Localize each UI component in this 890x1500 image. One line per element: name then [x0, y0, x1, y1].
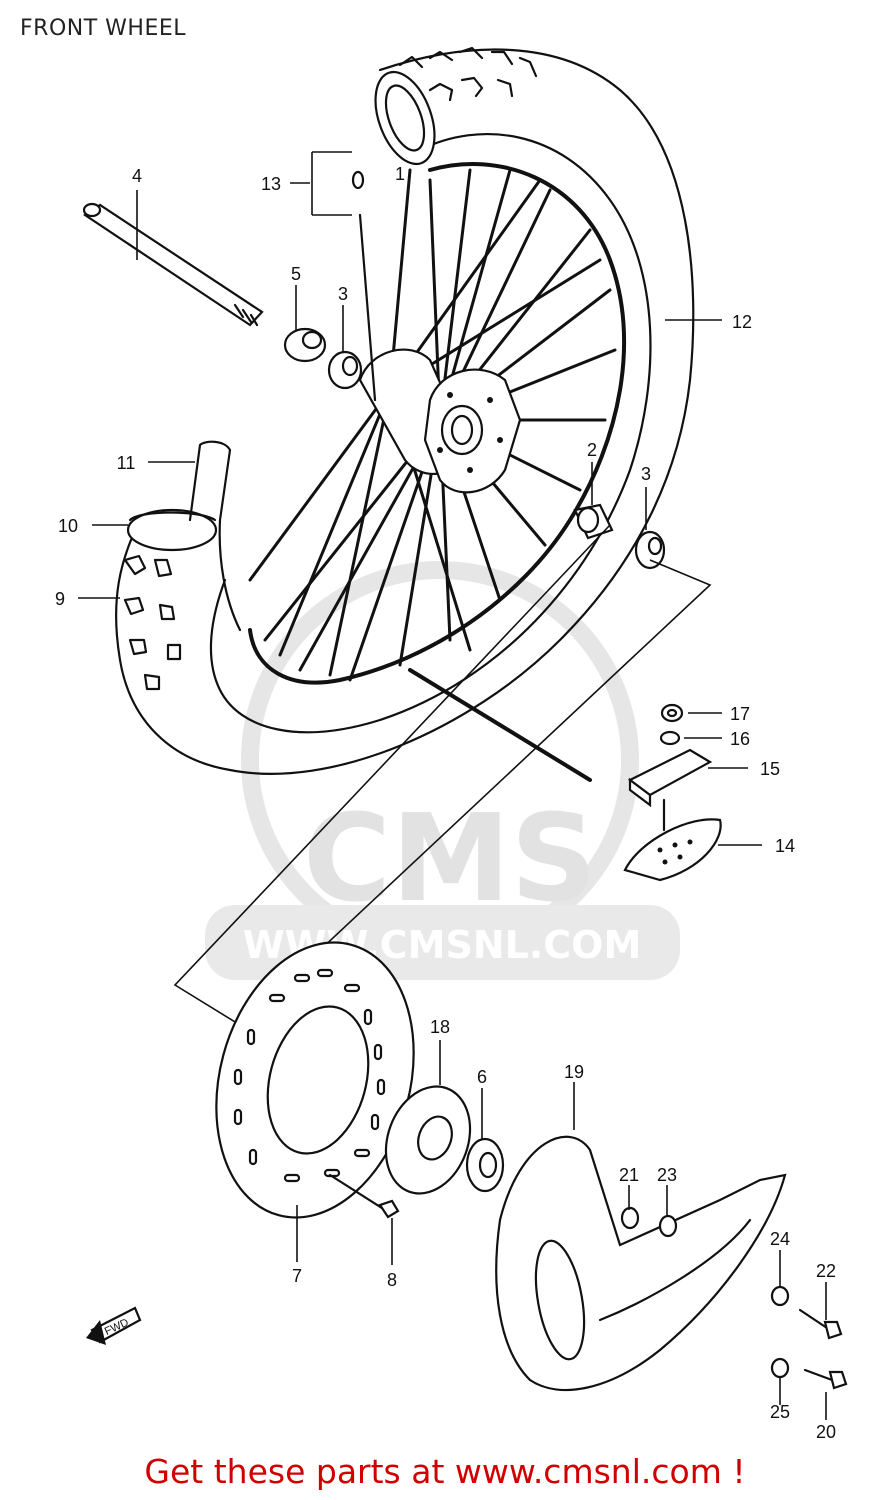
callout-13: 13 [261, 174, 281, 194]
callout-21: 21 [619, 1165, 639, 1185]
callout-9: 9 [55, 589, 65, 609]
spoke-bolt [351, 170, 377, 402]
callout-25: 25 [770, 1402, 790, 1422]
rim-lock-assembly [623, 703, 722, 882]
axle [82, 202, 264, 327]
leader-lines [78, 151, 827, 1420]
tire [115, 46, 695, 775]
guard-fasteners [620, 1206, 848, 1390]
bearing-right [634, 530, 666, 570]
callout-15: 15 [760, 759, 780, 779]
callout-16: 16 [730, 729, 750, 749]
callout-8: 8 [387, 1270, 397, 1290]
callout-22: 22 [816, 1261, 836, 1281]
callout-3-upper: 3 [338, 284, 348, 304]
callout-labels: 4 13 5 3 12 11 2 3 1 10 9 17 16 15 14 18… [55, 164, 836, 1442]
brake-disc [215, 941, 415, 1219]
tire-section-bottom [126, 508, 218, 552]
callout-24: 24 [770, 1229, 790, 1249]
tire-tread-top [398, 46, 538, 102]
bearing-left [327, 350, 363, 390]
callout-4: 4 [132, 166, 142, 186]
direction-label: FWD [103, 1317, 131, 1338]
callout-17: 17 [730, 704, 750, 724]
callout-18: 18 [430, 1017, 450, 1037]
callout-1: 1 [395, 164, 405, 184]
valve-stem [408, 668, 592, 782]
rim-band [128, 511, 217, 522]
hub [358, 348, 522, 494]
watermark: CMS WWW.CMSNL.COM [205, 561, 680, 980]
exploded-parts-diagram: CMS WWW.CMSNL.COM [55, 46, 848, 1442]
disc-adapter [384, 1085, 472, 1195]
footer-link[interactable]: Get these parts at www.cmsnl.com ! [144, 1452, 746, 1491]
callout-6: 6 [477, 1067, 487, 1087]
collar [465, 1137, 505, 1193]
callout-7: 7 [292, 1266, 302, 1286]
callout-2: 2 [587, 440, 597, 460]
callout-23: 23 [657, 1165, 677, 1185]
spacer [573, 503, 614, 540]
callout-11: 11 [117, 453, 136, 473]
callout-5: 5 [291, 264, 301, 284]
callout-10: 10 [58, 516, 78, 536]
diagram-title: FRONT WHEEL [20, 16, 186, 41]
callout-19: 19 [564, 1062, 584, 1082]
callout-12: 12 [732, 312, 752, 332]
disc-bolt [328, 1173, 400, 1219]
callout-20: 20 [816, 1422, 836, 1442]
rim [248, 162, 627, 685]
callout-3-right: 3 [641, 464, 651, 484]
callout-14: 14 [775, 836, 795, 856]
tire-tread-bottom [123, 554, 182, 691]
inner-tube [188, 440, 242, 632]
direction-arrow-icon: FWD [86, 1306, 142, 1345]
dust-seal [283, 327, 327, 363]
tire-section-top [374, 70, 436, 166]
disc-guard [495, 1135, 787, 1392]
